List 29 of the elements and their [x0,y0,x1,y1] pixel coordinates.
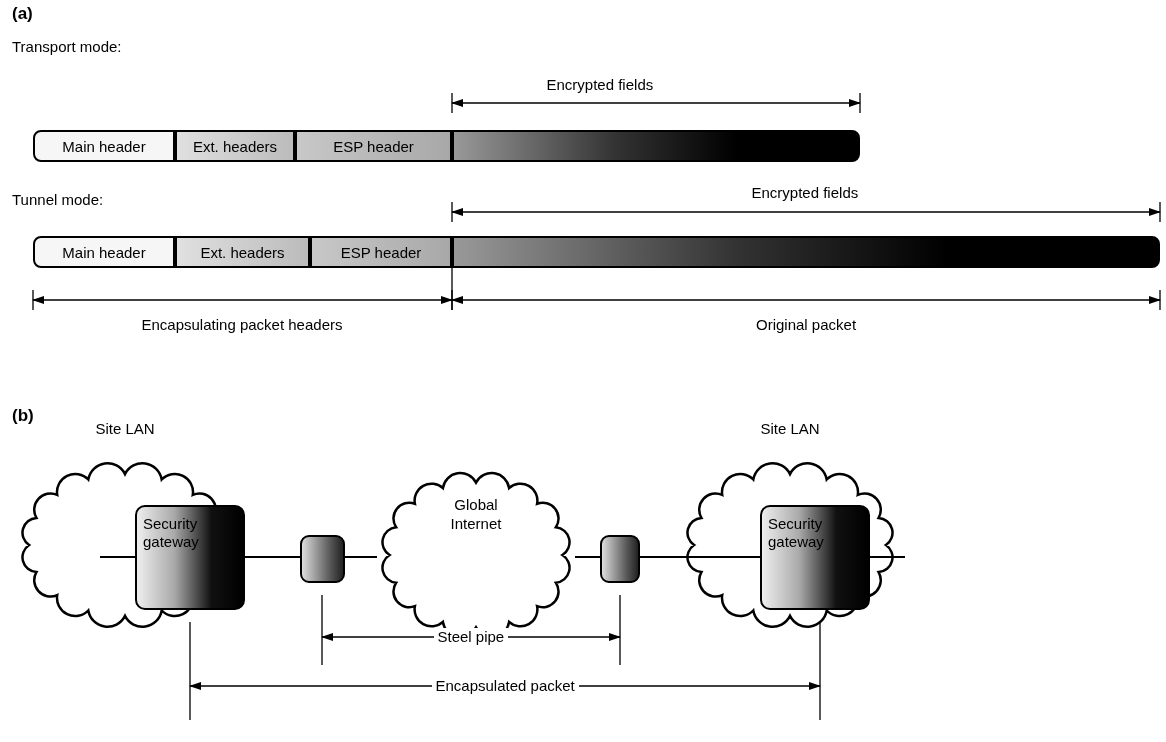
cloud-heading: Site LAN [94,420,156,437]
measure-label: Encrypted fields [751,184,859,201]
cloud-heading: Site LAN [759,420,821,437]
encrypted-payload-bar [452,236,1160,268]
connector-line [639,556,761,558]
connector-line [869,556,906,558]
panel-letter: (a) [12,4,33,24]
header-field: Main header [33,236,175,268]
header-field: ESP header [310,236,452,268]
connector-line [344,556,378,558]
measure-label: Encapsulating packet headers [141,316,343,333]
encrypted-payload-bar [452,130,860,162]
connector-line [244,556,301,558]
header-field: ESP header [295,130,452,162]
router-box [300,535,345,583]
cloud-label: Global Internet [449,495,503,533]
measure-label: Steel pipe [433,628,509,645]
router-box [600,535,640,583]
mode-label: Tunnel mode: [12,191,104,208]
connector-line [99,556,136,558]
connector-line [574,556,601,558]
mode-label: Transport mode: [12,38,122,55]
measure-label: Original packet [756,316,857,333]
measure-label: Encapsulated packet [431,677,579,694]
panel-letter: (b) [12,406,34,426]
header-field: Ext. headers [175,236,310,268]
measure-label: Encrypted fields [546,76,654,93]
header-field: Main header [33,130,175,162]
header-field: Ext. headers [175,130,295,162]
